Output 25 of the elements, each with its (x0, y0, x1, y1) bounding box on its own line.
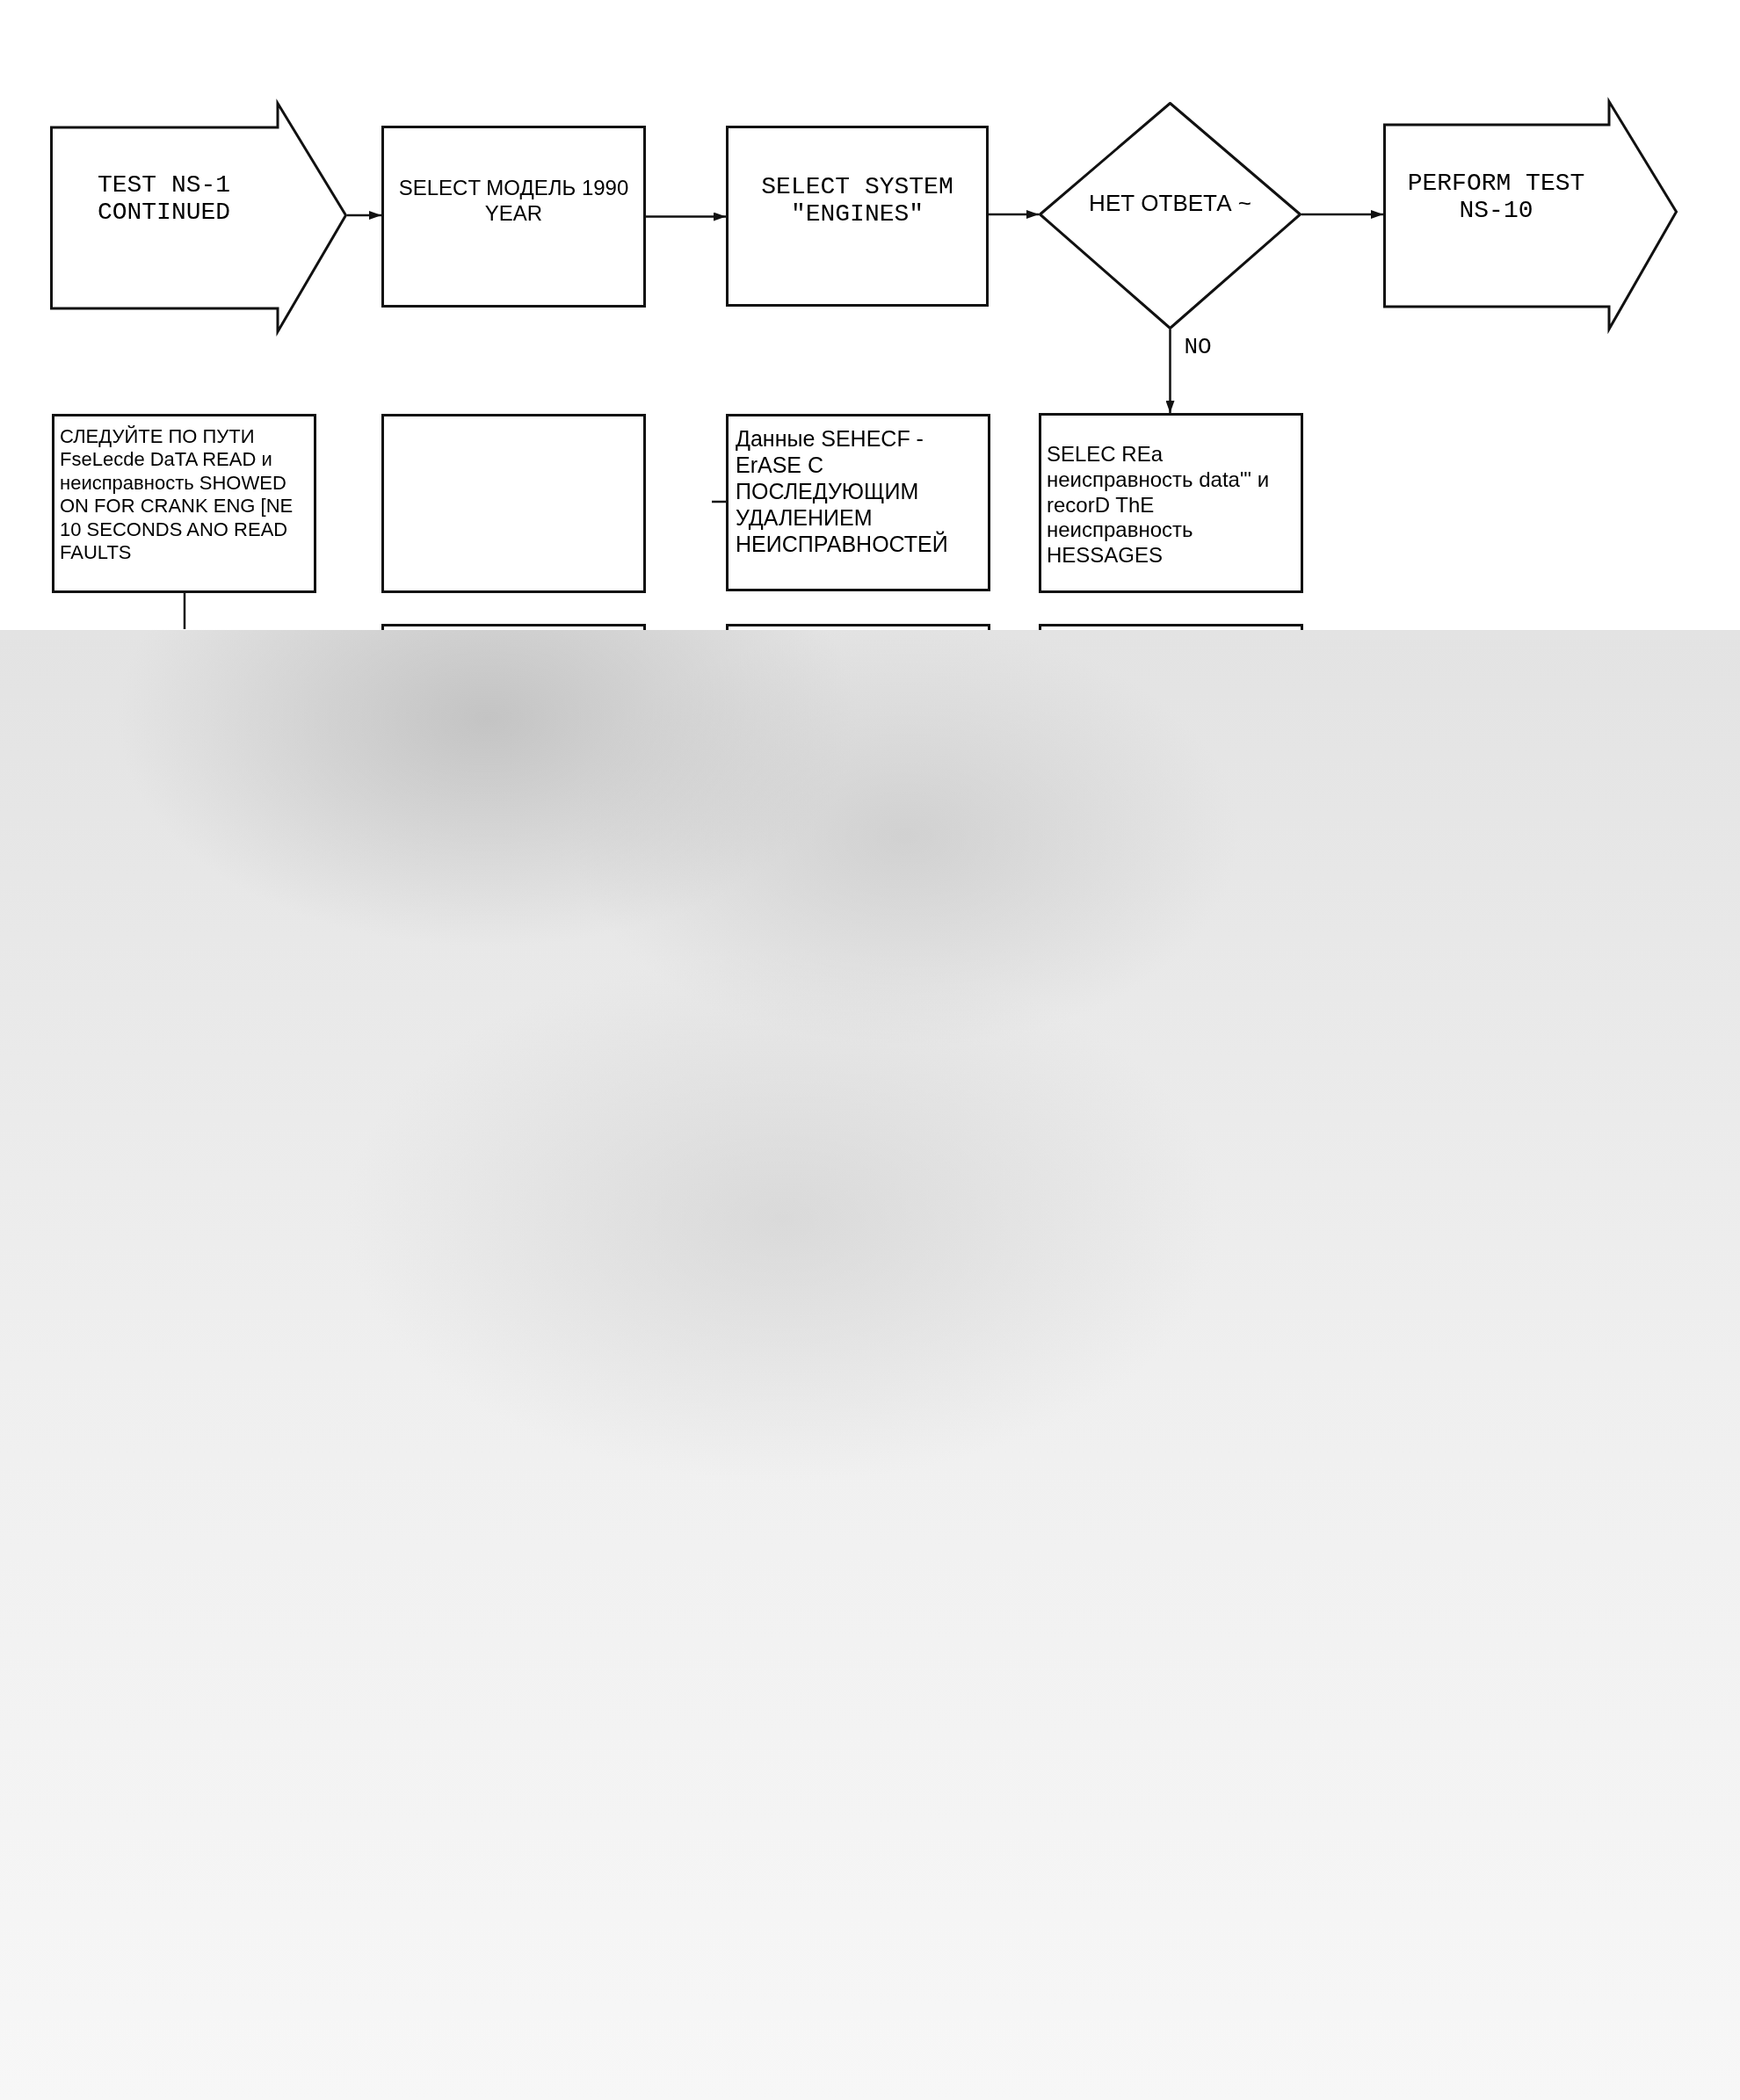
connector-line (183, 593, 186, 629)
process-box (381, 624, 646, 630)
arrow (1301, 210, 1383, 219)
decision-diamond (1039, 102, 1301, 329)
process-box (726, 414, 990, 591)
process-box (1039, 413, 1303, 593)
process-box (381, 126, 646, 308)
arrow (347, 211, 381, 220)
decision-text: НЕТ ОТВЕТА ~ (1088, 190, 1252, 218)
process-box (726, 126, 989, 307)
process-box (381, 414, 646, 593)
step-text: SELECT SYSTEM "ENGINES" (760, 174, 954, 228)
step-text: Данные SEHECF - ErASE С ПОСЛЕДУЮЩИМ УДАЛЕНИЕМ НЕИСПРАВНОСТЕЙ (736, 425, 949, 557)
process-box (52, 414, 316, 593)
arrow (1165, 329, 1175, 413)
process-box (1039, 624, 1303, 630)
step-text: SELECT МОДЕЛЬ 1990 YEAR (397, 176, 630, 227)
arrow (989, 210, 1039, 219)
step-text: PERFORM TEST NS-10 (1406, 170, 1586, 225)
arrow (646, 212, 726, 221)
step-text: СЛЕДУЙТЕ ПО ПУТИ FseLecde DaTA READ и неисправность SHOWED ON FOR CRANK ENG [NE 10 SECONDS ANO READ FAULTS (60, 425, 294, 565)
step-text: TEST NS-1 CONTINUED (96, 172, 232, 227)
connector-line (712, 500, 726, 503)
step-text: SELEC REa неисправность data"' и recorD ThE неисправность HESSAGES (1047, 442, 1271, 568)
process-box (726, 624, 990, 630)
